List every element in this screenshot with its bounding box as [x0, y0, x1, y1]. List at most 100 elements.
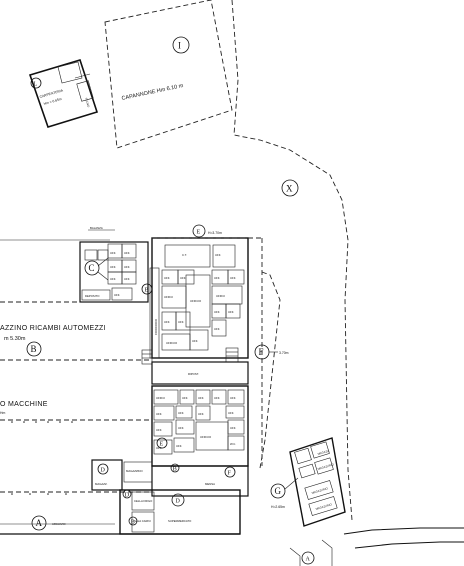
zone-f-height: 3.70m: [279, 351, 289, 355]
road-area: A: [289, 527, 464, 566]
uffici-label: UFFICI: [156, 396, 165, 400]
g-room-label: MAGAZZINO: [315, 502, 333, 511]
zone-letter-d-small: D: [101, 468, 106, 474]
office-label: UFF.: [214, 396, 220, 400]
carpenteria-label: CARPENTERIA: [39, 88, 64, 99]
zone-marker-d-small: [97, 463, 109, 475]
office-label: UFF.: [178, 426, 184, 430]
office-label: UFF.: [164, 276, 170, 280]
office-label: UFF.: [178, 320, 184, 324]
sala-carni-label: SALA CARNI: [134, 519, 151, 523]
carpenteria-tag: TECNO: [84, 97, 91, 108]
wc-label: W.C.: [230, 442, 236, 446]
zone-letter-a-bottom: A: [306, 557, 311, 563]
zone-letter-d: D: [176, 499, 181, 505]
zone-marker-d-tiny: [122, 489, 132, 499]
ct-label: C.T.: [182, 253, 187, 257]
office-label: UFF.: [228, 411, 234, 415]
zone-letter-f-small: F: [228, 471, 232, 477]
building-capannone: I CAPANNONE Hm 6.10 m: [104, 0, 233, 149]
zone-e-height: H=3.70m: [208, 231, 222, 235]
office-label: UFF.: [214, 310, 220, 314]
zone-letter-l: L: [34, 82, 38, 88]
g-room-label: MAGAZZINO: [311, 486, 329, 495]
office-label: UFF.: [214, 327, 220, 331]
zone-letter-e-small: E: [160, 442, 164, 448]
uffici-label: UFFICI: [216, 294, 225, 298]
zone-letter-b: B: [31, 344, 37, 354]
magazzino-label: MAGAZZINO: [126, 469, 143, 473]
macchine-height: Hm: [0, 411, 5, 415]
office-label: UFF.: [180, 276, 186, 280]
zone-marker-f-small: [224, 466, 236, 478]
office-label: UFF.: [110, 251, 116, 255]
office-label: UFF.: [110, 265, 116, 269]
office-label: UFF.: [156, 446, 162, 450]
ricambi-height: m 5.30m: [4, 336, 26, 342]
zone-marker-a-bottom: [301, 551, 315, 565]
zone-x-boundary: X: [231, 0, 353, 521]
office-label: UFF.: [228, 310, 234, 314]
office-label: UFF.: [230, 276, 236, 280]
zone-marker-g: [270, 483, 286, 499]
office-label: UFF.: [124, 277, 130, 281]
zone-marker-a: [31, 515, 47, 531]
zone-letter-c: C: [89, 263, 95, 273]
corridoio-label: CORRIDOIO: [154, 318, 158, 335]
macchine-label: O MACCHINE: [0, 401, 48, 408]
magazz-label: MAGAZZ.: [95, 482, 108, 486]
office-label: UFF.: [124, 251, 130, 255]
main-building: BALANZA UFF. UFF. UFF. UFF. UFF. UFF. DE…: [0, 224, 289, 535]
zone-marker-b-bottom: [128, 516, 138, 526]
office-label: UFF.: [176, 444, 182, 448]
ufficio-label: UFFICIO: [190, 299, 202, 303]
zone-marker-c: [84, 260, 100, 276]
zone-letter-b-tiny: B: [173, 467, 177, 473]
ufficio-label: UFFICIO: [166, 341, 178, 345]
zone-letter-b-small: B: [145, 288, 149, 294]
office-label: UFF.: [192, 339, 198, 343]
zone-letter-f: F: [259, 347, 264, 357]
archivio-label: ARCHIVIO: [52, 522, 66, 526]
office-label: UFF.: [124, 265, 130, 269]
office-label: UFF.: [198, 412, 204, 416]
deposito-label: DEPOSITO: [85, 294, 100, 298]
ufficio-label: UFFICIO: [200, 435, 212, 439]
building-g: MAGAZZ. MAGAZZINO MAGAZZINO MAGAZZINO G …: [270, 437, 346, 527]
office-label: UFF.: [110, 277, 116, 281]
zone-g-height: H=2.65m: [271, 505, 285, 509]
zone-marker-e-small: [156, 437, 168, 449]
office-label: UFF.: [164, 320, 170, 324]
zone-letter-b-bottom: B: [131, 520, 135, 526]
carpenteria-height: Hm = 6.65m: [43, 97, 62, 106]
zone-letter-d-tiny: D: [125, 493, 130, 499]
zone-letter-x: X: [286, 184, 293, 194]
office-label: UFF.: [156, 428, 162, 432]
zone-marker-b: [26, 341, 42, 357]
office-label: UFF.: [230, 426, 236, 430]
zone-marker-e: [192, 224, 206, 238]
ricambi-label: AZZINO RICAMBI AUTOMEZZI: [0, 325, 106, 332]
g-room-label: MAGAZZ.: [317, 448, 330, 456]
zone-letter-g: G: [275, 486, 282, 496]
office-label: UFF.: [182, 396, 188, 400]
g-room-label: MAGAZZINO: [317, 462, 335, 471]
zone-marker-l: [30, 77, 42, 89]
zone-marker-i: [172, 36, 190, 54]
supermercato-label: SUPERMERCATO: [168, 519, 192, 523]
uffici-label: UFFICI: [164, 295, 173, 299]
capannone-label: CAPANNONE Hm 6.10 m: [121, 83, 184, 102]
office-label: UFF.: [198, 396, 204, 400]
zone-marker-d: [171, 493, 185, 507]
office-label: UFF.: [114, 293, 120, 297]
zone-marker-b-tiny: [170, 463, 180, 473]
office-label: UFF.: [156, 412, 162, 416]
building-carpenteria: L CARPENTERIA Hm = 6.65m TECNO: [28, 59, 99, 128]
mensa-label: MENSA: [205, 482, 215, 486]
office-label: UFF.: [230, 396, 236, 400]
zone-marker-x: [281, 179, 299, 197]
office-label: UFF.: [214, 276, 220, 280]
stairs: [141, 347, 239, 365]
